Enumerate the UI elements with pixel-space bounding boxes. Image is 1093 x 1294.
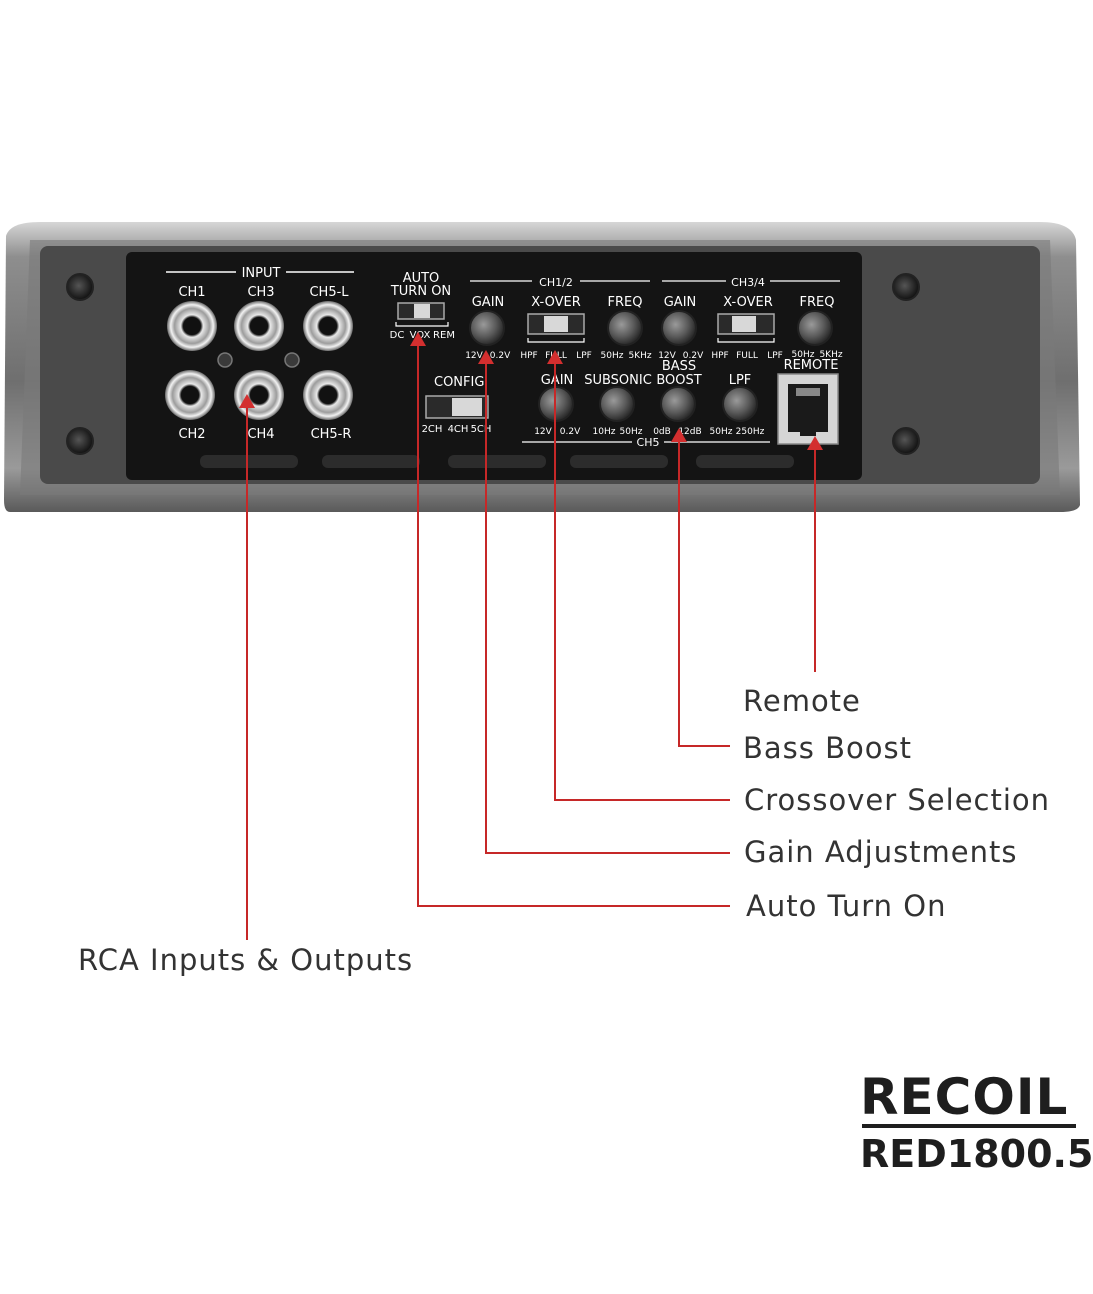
vent-slots xyxy=(200,455,794,468)
ch5-lpf-max: 250Hz xyxy=(736,427,765,437)
callout-remote: Remote xyxy=(743,684,861,718)
rca-label-ch3: CH3 xyxy=(247,285,274,300)
ch5-bass-boost-knob[interactable] xyxy=(660,386,696,422)
callout-arrowheads xyxy=(239,332,823,450)
ch34-section: CH3/4 GAIN 12V 0.2V X-OVER HPF FULL LPF … xyxy=(658,276,843,361)
ch12-freq-max: 5KHz xyxy=(628,351,651,361)
auto-turn-on-pos-dc: DC xyxy=(390,330,405,341)
rca-jack-ch1[interactable] xyxy=(167,301,217,351)
brand-divider xyxy=(862,1124,1076,1128)
ch12-gain-knob[interactable] xyxy=(469,310,505,346)
ch12-gain-max: 0.2V xyxy=(490,351,511,361)
ch5-gain-max: 0.2V xyxy=(560,427,581,437)
auto-turn-on-pos-rem: REM xyxy=(433,330,455,341)
rca-label-ch5l: CH5-L xyxy=(309,285,349,300)
rca-arrow-icon xyxy=(239,394,255,408)
ch34-heading: CH3/4 xyxy=(731,276,765,289)
ch34-freq-label: FREQ xyxy=(800,295,835,310)
config-title: CONFIG xyxy=(434,375,484,390)
ch5-bass-boost-label-line2: BOOST xyxy=(656,373,701,388)
crossover-arrow-icon xyxy=(547,350,563,364)
auto-turn-on-pos-vox: VOX xyxy=(410,330,431,341)
ch5-lpf-knob[interactable] xyxy=(722,386,758,422)
callout-rca: RCA Inputs & Outputs xyxy=(78,943,414,977)
bass-boost-arrow-icon xyxy=(671,428,687,442)
ch5-subsonic-min: 10Hz xyxy=(593,427,616,437)
callout-lines xyxy=(246,342,816,940)
auto-turn-on-arrow-icon xyxy=(410,332,426,346)
rca-jack-ch5l[interactable] xyxy=(303,301,353,351)
remote-label: REMOTE xyxy=(784,358,839,373)
auto-turn-on-title-line1: AUTO xyxy=(403,271,440,286)
ch34-gain-max: 0.2V xyxy=(683,351,704,361)
ch34-freq-min: 50Hz xyxy=(792,350,815,360)
ch34-xover-label: X-OVER xyxy=(723,295,772,310)
auto-turn-on-section: AUTO TURN ON DC VOX REM xyxy=(390,271,455,341)
ch5-bass-boost-max: 12dB xyxy=(678,427,701,437)
ch12-xover-lpf: LPF xyxy=(576,351,592,361)
ch12-freq-label: FREQ xyxy=(608,295,643,310)
ch5-gain-min: 12V xyxy=(534,427,552,437)
ch12-freq-knob[interactable] xyxy=(607,310,643,346)
config-pos-2ch: 2CH xyxy=(422,424,443,435)
ch5-lpf-label: LPF xyxy=(729,373,752,388)
ch34-xover-full: FULL xyxy=(736,351,758,361)
bass-boost-leader-line xyxy=(678,440,730,747)
ch5-lpf-min: 50Hz xyxy=(710,427,733,437)
ch5-subsonic-knob[interactable] xyxy=(599,386,635,422)
rca-label-ch2: CH2 xyxy=(178,427,205,442)
rca-jack-ch4[interactable] xyxy=(234,370,284,420)
rca-jack-ch2[interactable] xyxy=(165,370,215,420)
rca-label-ch5r: CH5-R xyxy=(311,427,352,442)
rca-jack-ch5r[interactable] xyxy=(303,370,353,420)
ch12-gain-label: GAIN xyxy=(472,295,505,310)
input-heading: INPUT xyxy=(242,266,281,281)
brand-logo: RECOIL xyxy=(860,1068,1069,1126)
ch12-heading: CH1/2 xyxy=(539,276,573,289)
remote-section: REMOTE xyxy=(777,358,839,445)
remote-arrow-icon xyxy=(807,436,823,450)
rca-label-ch4: CH4 xyxy=(247,427,274,442)
callout-crossover: Crossover Selection xyxy=(744,783,1051,817)
rca-jack-ch3[interactable] xyxy=(234,301,284,351)
ch34-xover-lpf: LPF xyxy=(767,351,783,361)
ch5-heading: CH5 xyxy=(637,436,660,449)
callout-bass-boost: Bass Boost xyxy=(743,731,912,765)
gain-leader-line xyxy=(485,360,730,854)
ch5-gain-label: GAIN xyxy=(541,373,574,388)
ch34-freq-knob[interactable] xyxy=(797,310,833,346)
input-section: INPUT CH1 CH3 CH5-L CH2 CH4 CH5-R xyxy=(165,266,354,442)
ch34-gain-knob[interactable] xyxy=(661,310,697,346)
config-pos-4ch: 4CH xyxy=(448,424,469,435)
gain-arrow-icon xyxy=(478,350,494,364)
ch12-xover-hpf: HPF xyxy=(520,351,537,361)
callout-auto-turn-on: Auto Turn On xyxy=(746,889,947,923)
ch34-xover-hpf: HPF xyxy=(711,351,728,361)
rca-label-ch1: CH1 xyxy=(178,285,205,300)
chassis-screws xyxy=(66,273,920,455)
ch12-xover-label: X-OVER xyxy=(531,295,580,310)
auto-turn-on-title-line2: TURN ON xyxy=(390,284,451,299)
config-section: CONFIG 2CH 4CH 5CH xyxy=(422,375,492,435)
ch12-freq-min: 50Hz xyxy=(601,351,624,361)
ch5-subsonic-max: 50Hz xyxy=(620,427,643,437)
model-number: RED1800.5 xyxy=(860,1132,1093,1176)
crossover-leader-line xyxy=(554,360,730,801)
config-pos-5ch: 5CH xyxy=(471,424,492,435)
ch5-bass-boost-label-line1: BASS xyxy=(662,359,696,374)
ch5-subsonic-label: SUBSONIC xyxy=(584,373,652,388)
ch34-freq-max: 5KHz xyxy=(819,350,842,360)
auto-turn-on-leader-line xyxy=(417,342,730,907)
ch12-gain-min: 12V xyxy=(465,351,483,361)
ch34-gain-label: GAIN xyxy=(664,295,697,310)
ch34-gain-min: 12V xyxy=(658,351,676,361)
callout-gain: Gain Adjustments xyxy=(744,835,1018,869)
ch12-section: CH1/2 GAIN 12V 0.2V X-OVER HPF FULL LPF … xyxy=(465,276,652,361)
ch5-bass-boost-min: 0dB xyxy=(653,427,671,437)
